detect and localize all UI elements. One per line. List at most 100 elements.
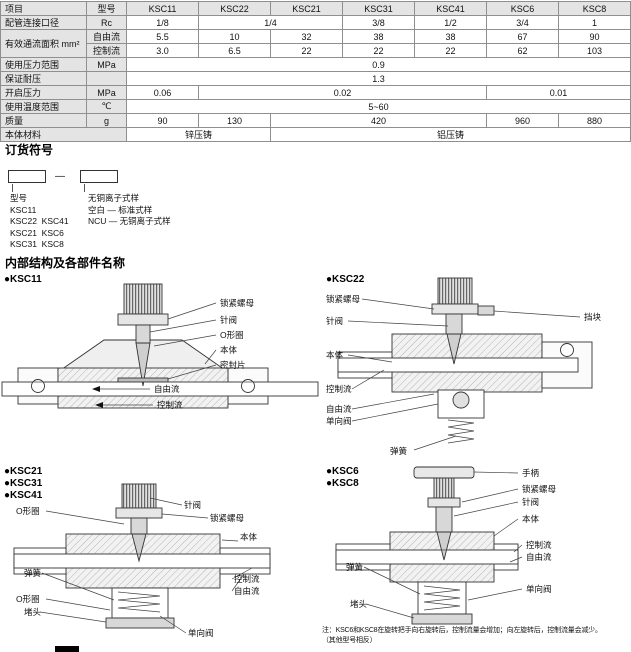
ordering-option-item: NCU — 无铜离子式样 — [88, 216, 171, 226]
ksc6-label-handle: 手柄 — [522, 468, 540, 478]
ksc22-label-needle: 针阀 — [326, 316, 343, 326]
free-flow-arrow — [92, 386, 100, 392]
material-alu: 铝压铸 — [270, 127, 631, 142]
spec-table: 项目 型号 KSC11 KSC22 KSC21 KSC31 KSC41 KSC6… — [0, 1, 631, 142]
ksc6-label-spring: 弹簧 — [346, 562, 364, 572]
ksc22-drawing — [337, 277, 593, 419]
ksc21-label-ctrl-flow: 控制流 — [234, 574, 260, 584]
ksc8-diagram-title: ●KSC8 — [326, 478, 359, 489]
ksc21-31-41-diagram: 针阀 锁紧螺母 O形圈 本体 弹簧 控制流 自由流 O形圈 堵头 单向阀 — [13, 483, 271, 638]
ksc21-needle-stem — [130, 517, 148, 535]
ksc21-plug-part — [105, 617, 175, 629]
ksc11-mount-hole — [31, 379, 45, 393]
model-header-ksc41: KSC41 — [414, 1, 487, 16]
ordering-model-group: 型号 KSC11 KSC22 KSC41 KSC21 KSC6 KSC31 KS… — [10, 193, 69, 251]
area-free-value: 38 — [414, 29, 487, 44]
ksc22-label-body: 本体 — [326, 350, 344, 360]
pressure-range-unit: MPa — [86, 57, 127, 72]
port-value: 1/8 — [126, 15, 199, 30]
proof-pressure-label: 保证耐压 — [0, 71, 87, 86]
weight-unit: g — [86, 113, 127, 128]
ksc21-label-plug: 堵头 — [24, 607, 42, 617]
ksc11-drawing — [1, 283, 319, 409]
model-header-ksc21: KSC21 — [270, 1, 343, 16]
model-header-ksc6: KSC6 — [486, 1, 559, 16]
ksc6-label-ctrl-flow: 控制流 — [526, 540, 552, 550]
ordering-option-box — [80, 170, 118, 183]
ksc22-label-free-flow: 自由流 — [326, 404, 352, 414]
ksc21-31-41-diagram-block: ●KSC21 ●KSC31 ●KSC41 — [0, 464, 320, 650]
ksc11-label-locknut: 锁紧螺母 — [220, 298, 254, 308]
proof-pressure-value: 1.3 — [126, 71, 631, 86]
ordering-option-group-title: 无铜离子式样 — [88, 193, 140, 203]
ksc21-label-locknut: 锁紧螺母 — [210, 513, 244, 523]
area-free-value: 67 — [486, 29, 559, 44]
ksc6-label-locknut: 锁紧螺母 — [522, 484, 556, 494]
ksc6-spring-part — [423, 585, 461, 611]
ksc21-label-free-flow: 自由流 — [234, 586, 260, 596]
ksc11-diagram-block: ●KSC11 — [0, 272, 320, 464]
ordering-connector-line — [84, 184, 85, 192]
ksc6-label-check: 单向阀 — [526, 584, 552, 594]
area-ctrl-value: 22 — [270, 43, 343, 58]
ordering-model-box — [8, 170, 46, 183]
weight-value: 880 — [558, 113, 631, 128]
ksc21-spring-part — [117, 591, 161, 613]
ksc11-knob — [123, 283, 163, 315]
area-label: 有效通流面积 mm² — [0, 29, 87, 58]
ksc6-diagram-title: ●KSC6 — [326, 466, 359, 477]
area-ctrl-value: 62 — [486, 43, 559, 58]
ksc21-needle-part — [131, 533, 147, 563]
ksc11-label-ctrl-flow: 控制流 — [157, 400, 183, 410]
proof-pressure-unit — [86, 71, 127, 86]
ksc6-needle-stem — [435, 506, 453, 533]
ksc6-label-plug: 堵头 — [350, 599, 368, 609]
ksc21-locknut-part — [115, 507, 163, 519]
port-value: 1/2 — [414, 15, 487, 30]
ksc6-label-needle: 针阀 — [522, 497, 539, 507]
ksc11-label-seal: 密封片 — [220, 360, 246, 370]
ksc11-label-oring: O形圈 — [220, 330, 244, 340]
ksc22-stopper-part — [477, 305, 495, 316]
ksc22-label-ctrl-flow: 控制流 — [326, 384, 352, 394]
ksc6-locknut-part — [427, 497, 461, 508]
ksc21-label-check: 单向阀 — [188, 628, 214, 638]
corner-item: 项目 — [0, 1, 87, 16]
model-header-ksc11: KSC11 — [126, 1, 199, 16]
model-header-ksc31: KSC31 — [342, 1, 415, 16]
weight-value: 130 — [198, 113, 271, 128]
page-footer-mark — [55, 646, 79, 652]
ksc31-diagram-title: ●KSC31 — [4, 478, 43, 489]
ordering-title: 订货符号 — [5, 143, 54, 157]
ksc21-label-needle: 针阀 — [184, 500, 201, 510]
rotation-note-line2: （其他型号相反） — [322, 637, 377, 644]
ordering-connector-line — [12, 184, 13, 192]
ksc22-diagram-title: ●KSC22 — [326, 274, 365, 285]
ksc22-mount-hole — [560, 343, 574, 357]
weight-value: 90 — [126, 113, 199, 128]
cracking-pressure-value: 0.02 — [198, 85, 487, 100]
ksc22-diagram: 锁紧螺母 针阀 本体 控制流 自由流 单向阀 弹簧 挡块 — [326, 277, 602, 456]
port-unit: Rc — [86, 15, 127, 30]
model-header-ksc8: KSC8 — [558, 1, 631, 16]
ksc22-label-locknut: 锁紧螺母 — [326, 294, 360, 304]
port-value: 1/4 — [198, 15, 343, 30]
temp-range-unit: ℃ — [86, 99, 127, 114]
ordering-model-group-title: 型号 — [10, 193, 28, 203]
area-free-value: 10 — [198, 29, 271, 44]
ksc11-needle-stem — [135, 324, 151, 344]
cracking-pressure-unit: MPa — [86, 85, 127, 100]
ksc22-check-valve-part — [452, 391, 470, 409]
area-free-value: 32 — [270, 29, 343, 44]
ctrl-flow-arrow — [95, 402, 103, 408]
ksc22-label-stopper: 挡块 — [584, 312, 602, 322]
area-free-label: 自由流 — [86, 29, 127, 44]
area-ctrl-value: 103 — [558, 43, 631, 58]
ksc21-label-body: 本体 — [240, 532, 258, 542]
ksc11-label-body: 本体 — [220, 345, 238, 355]
ksc21-knob — [121, 483, 157, 509]
structure-title: 内部结构及各部件名称 — [5, 256, 126, 270]
ksc22-label-check: 单向阀 — [326, 416, 352, 426]
ksc22-needle-part — [446, 333, 462, 365]
material-zinc: 锌压铸 — [126, 127, 271, 142]
